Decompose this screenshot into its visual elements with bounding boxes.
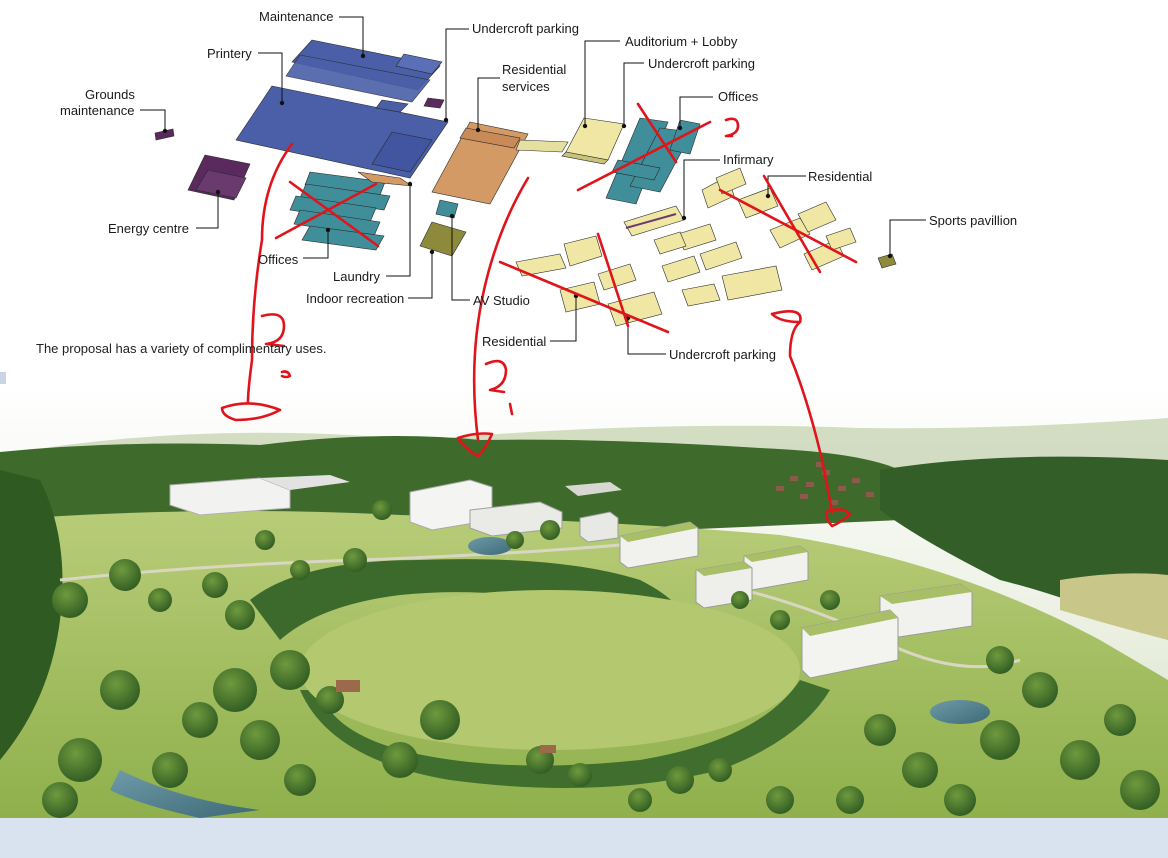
question-mark-mid <box>484 359 508 394</box>
label-printery: Printery <box>207 46 252 61</box>
label-av-studio: AV Studio <box>473 293 530 308</box>
render-pavilion <box>336 680 360 692</box>
cross-offices-right-b <box>576 120 712 192</box>
label-undercroft-parking-bottom: Undercroft parking <box>669 347 776 362</box>
label-undercroft-parking-top: Undercroft parking <box>472 21 579 36</box>
question-dot-mid <box>508 402 514 416</box>
arrow-right-head <box>824 508 852 528</box>
block-auditorium <box>561 117 625 165</box>
block-link <box>515 139 569 153</box>
leader-lines <box>140 16 926 355</box>
tree-ring-top <box>250 559 692 650</box>
question-mark-left <box>260 313 286 348</box>
arrow-right-tail <box>770 312 802 324</box>
render-residential-1 <box>579 511 619 543</box>
block-indoor-recreation <box>419 221 467 257</box>
question-mark-right <box>724 117 740 138</box>
label-undercroft-parking-mid: Undercroft parking <box>648 56 755 71</box>
label-residential-right: Residential <box>808 169 873 184</box>
central-meadow <box>300 590 800 750</box>
label-energy-centre: Energy centre <box>108 221 189 236</box>
render-residential-5-roof <box>880 584 972 604</box>
cross-offices-right-a <box>636 102 678 164</box>
leader-dots <box>162 53 893 321</box>
render-residential-6-roof <box>802 610 898 636</box>
arrow-mid-line <box>472 176 530 442</box>
tree-ring-bottom <box>300 680 830 788</box>
infirmary-accent <box>625 213 677 229</box>
block-printery <box>235 85 449 179</box>
label-infirmary: Infirmary <box>723 152 774 167</box>
arrow-left-head <box>220 402 282 422</box>
label-residential-services-1: Residential <box>502 62 567 77</box>
block-sports-pavilion <box>877 253 897 269</box>
block-maintenance <box>285 39 443 103</box>
cross-offices-left-a <box>288 180 380 248</box>
label-offices-left: Offices <box>258 252 299 267</box>
block-energy-centre <box>187 154 251 201</box>
arrow-mid-head <box>456 432 494 458</box>
block-av-studio <box>435 199 459 219</box>
left-edge-marker <box>0 372 6 384</box>
lake <box>930 700 990 724</box>
footer-bar <box>0 818 1168 858</box>
cross-res-bottom-b <box>596 232 630 328</box>
stream <box>110 770 260 818</box>
caption: The proposal has a variety of compliment… <box>36 341 327 356</box>
block-laundry <box>357 171 413 187</box>
question-dot-left <box>280 370 292 379</box>
cross-res-bottom-a <box>498 260 670 334</box>
block-offices-left <box>289 171 391 251</box>
label-indoor-recreation: Indoor recreation <box>306 291 405 306</box>
render-printery-roof <box>260 475 350 490</box>
label-offices-right: Offices <box>718 89 759 104</box>
label-sports-pavilion: Sports pavillion <box>929 213 1018 228</box>
field-right <box>1060 573 1168 640</box>
render-residential-2-roof <box>620 522 698 542</box>
label-grounds-maintenance-2: maintenance <box>60 103 135 118</box>
render-residential-3-roof <box>744 546 808 562</box>
cross-offices-left-b <box>274 182 378 240</box>
red-annotations <box>220 102 858 528</box>
aerial-render <box>0 388 1168 818</box>
render-village <box>776 462 874 505</box>
render-printery <box>169 477 291 516</box>
massing-models <box>154 39 897 327</box>
label-auditorium-lobby: Auditorium + Lobby <box>625 34 738 49</box>
arrow-right-line <box>770 310 834 514</box>
label-maintenance: Maintenance <box>259 9 334 24</box>
pond <box>468 537 512 555</box>
cross-res-right-b <box>762 174 822 274</box>
label-grounds-maintenance-1: Grounds <box>85 87 135 102</box>
label-residential-services-2: services <box>502 79 550 94</box>
forest-left <box>0 470 63 760</box>
label-residential-bottom: Residential <box>482 334 547 349</box>
arrow-left-line <box>246 142 294 404</box>
render-services <box>565 482 622 496</box>
render-residential-4-roof <box>696 562 752 576</box>
render-auditorium <box>469 501 563 537</box>
label-laundry: Laundry <box>333 269 380 284</box>
cross-res-right-a <box>718 188 858 264</box>
render-trees <box>42 500 1160 818</box>
block-residential-services <box>431 121 529 205</box>
render-hut <box>540 745 556 753</box>
